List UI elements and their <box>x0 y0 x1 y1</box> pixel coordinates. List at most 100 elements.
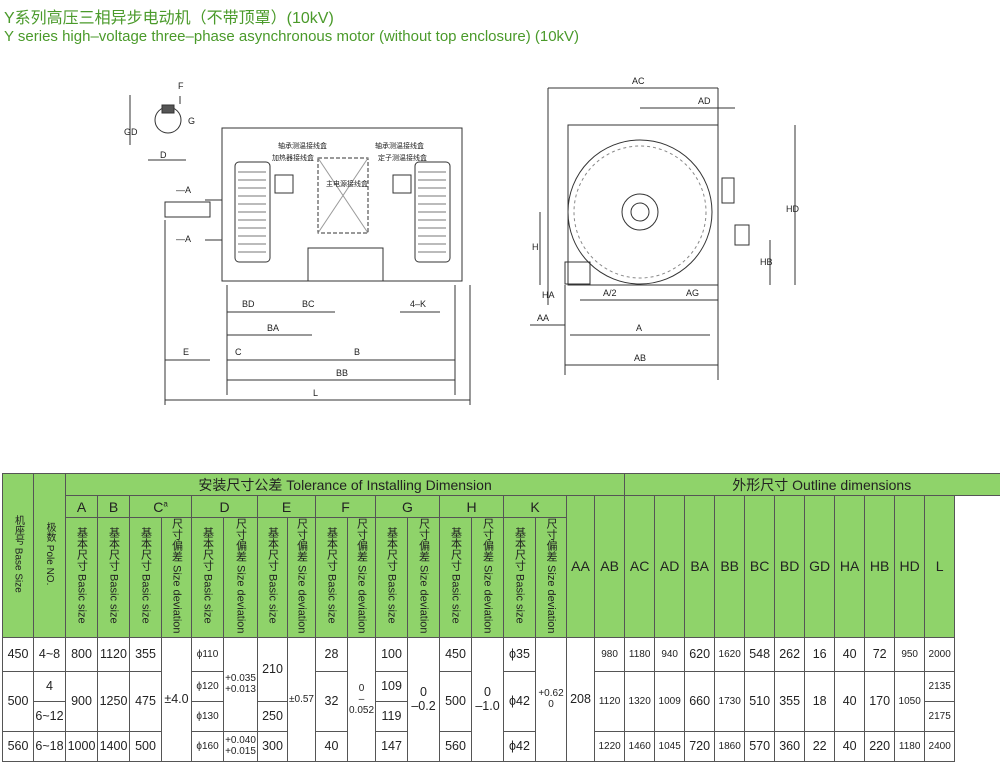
header-c-basic: 基本尺寸 Basic size <box>129 517 162 638</box>
cell-ba: 620 <box>684 636 716 672</box>
title-english: Y series high–voltage three–phase asynch… <box>4 28 580 45</box>
cell-d-dev: +0.035 +0.013 <box>223 636 258 732</box>
dimension-table: 机座号 Base Size 极数 Pole NO. 安装尺寸公差 Toleran… <box>2 473 1000 762</box>
header-bd: BD <box>774 495 806 638</box>
cell-hd: 1180 <box>894 730 926 762</box>
cell-ba: 660 <box>684 670 716 732</box>
header-a-basic: 基本尺寸 Basic size <box>65 517 98 638</box>
cell-d: ϕ160 <box>191 730 224 762</box>
header-h: H <box>439 495 504 518</box>
header-c-dev: 尺寸偏差 Size deviation <box>161 517 192 638</box>
cell-gd: 22 <box>804 730 836 762</box>
cell-ad: 1009 <box>654 670 686 732</box>
note-bearing-box-2: 轴承测温接线盒 <box>375 141 424 150</box>
cell-k-dev: +0.62 0 <box>535 636 567 762</box>
header-e-dev: 尺寸偏差 Size deviation <box>287 517 316 638</box>
cell-bb: 1730 <box>714 670 746 732</box>
cell-hb: 170 <box>864 670 896 732</box>
header-aa: AA <box>566 495 595 638</box>
header-bc: BC <box>744 495 776 638</box>
cell-f: 32 <box>315 670 348 732</box>
header-f-dev: 尺寸偏差 Size deviation <box>347 517 376 638</box>
cell-bd: 355 <box>774 670 806 732</box>
cell-e: 210 <box>257 636 288 702</box>
label-k: 4–K <box>410 299 426 309</box>
cell-b: 1400 <box>97 730 130 762</box>
label-bd: BD <box>242 299 255 309</box>
label-c: C <box>235 347 242 357</box>
cell-ac: 1320 <box>624 670 656 732</box>
label-bb: BB <box>336 368 348 378</box>
cell-h: 500 <box>439 670 472 732</box>
cell-ac: 1180 <box>624 636 656 672</box>
header-ad: AD <box>654 495 686 638</box>
cell-gd: 16 <box>804 636 836 672</box>
cell-k: ϕ42 <box>503 730 536 762</box>
cell-g: 147 <box>375 730 408 762</box>
label-l: L <box>313 388 318 398</box>
label-bc: BC <box>302 299 315 309</box>
cell-pole: 4~8 <box>33 636 66 672</box>
cell-bc: 570 <box>744 730 776 762</box>
header-g: G <box>375 495 440 518</box>
cell-l: 2175 <box>924 700 956 732</box>
header-ac: AC <box>624 495 656 638</box>
header-d-dev: 尺寸偏差 Size deviation <box>223 517 258 638</box>
cell-pole: 4 <box>33 670 66 702</box>
label-ha: HA <box>542 290 555 300</box>
header-f: F <box>315 495 376 518</box>
cell-pole: 6~18 <box>33 730 66 762</box>
cell-d-dev: +0.040 +0.015 <box>223 730 258 762</box>
cell-ab: 980 <box>593 636 626 672</box>
cell-e: 250 <box>257 700 288 732</box>
cell-d: ϕ110 <box>191 636 224 672</box>
header-d: D <box>191 495 258 518</box>
cell-base: 560 <box>2 730 34 762</box>
header-k-basic: 基本尺寸 Basic size <box>503 517 536 638</box>
label-hd: HD <box>786 204 799 214</box>
cell-ad: 1045 <box>654 730 686 762</box>
label-aa: AA <box>537 313 549 323</box>
cell-ba: 720 <box>684 730 716 762</box>
cell-f: 40 <box>315 730 348 762</box>
label-a-top: —A <box>176 185 191 195</box>
cell-f: 28 <box>315 636 348 672</box>
cell-h: 450 <box>439 636 472 672</box>
cell-base: 450 <box>2 636 34 672</box>
label-ba: BA <box>267 323 279 333</box>
header-c: Ca <box>129 495 192 518</box>
cell-k: ϕ42 <box>503 670 536 732</box>
header-k-dev: 尺寸偏差 Size deviation <box>535 517 567 638</box>
header-base-size: 机座号 Base Size <box>2 473 34 638</box>
cell-bc: 548 <box>744 636 776 672</box>
cell-l: 2400 <box>924 730 956 762</box>
header-g-dev: 尺寸偏差 Size deviation <box>407 517 440 638</box>
header-ba: BA <box>684 495 716 638</box>
label-h: H <box>532 242 539 252</box>
note-heater-box: 加热器接线盒 <box>272 153 314 162</box>
cell-k: ϕ35 <box>503 636 536 672</box>
label-d: D <box>160 150 167 160</box>
header-f-basic: 基本尺寸 Basic size <box>315 517 348 638</box>
label-b: B <box>354 347 360 357</box>
header-ha: HA <box>834 495 866 638</box>
cell-b: 1120 <box>97 636 130 672</box>
cell-c: 355 <box>129 636 162 672</box>
cell-a: 800 <box>65 636 98 672</box>
header-hb: HB <box>864 495 896 638</box>
cell-pole: 6~12 <box>33 700 66 732</box>
cell-g: 100 <box>375 636 408 672</box>
note-main-box: 主电源接线盒 <box>326 179 368 188</box>
header-g-basic: 基本尺寸 Basic size <box>375 517 408 638</box>
label-ag: AG <box>686 288 699 298</box>
motor-drawing: F GD G D —A —A BD BC 4–K BA E C B BB L A… <box>124 76 799 405</box>
cell-c: 500 <box>129 730 162 762</box>
header-e-basic: 基本尺寸 Basic size <box>257 517 288 638</box>
label-a-half: A/2 <box>603 288 617 298</box>
cell-hd: 1050 <box>894 670 926 732</box>
cell-ha: 40 <box>834 636 866 672</box>
label-e: E <box>183 347 189 357</box>
cell-bd: 360 <box>774 730 806 762</box>
cell-hb: 72 <box>864 636 896 672</box>
header-l: L <box>924 495 956 638</box>
